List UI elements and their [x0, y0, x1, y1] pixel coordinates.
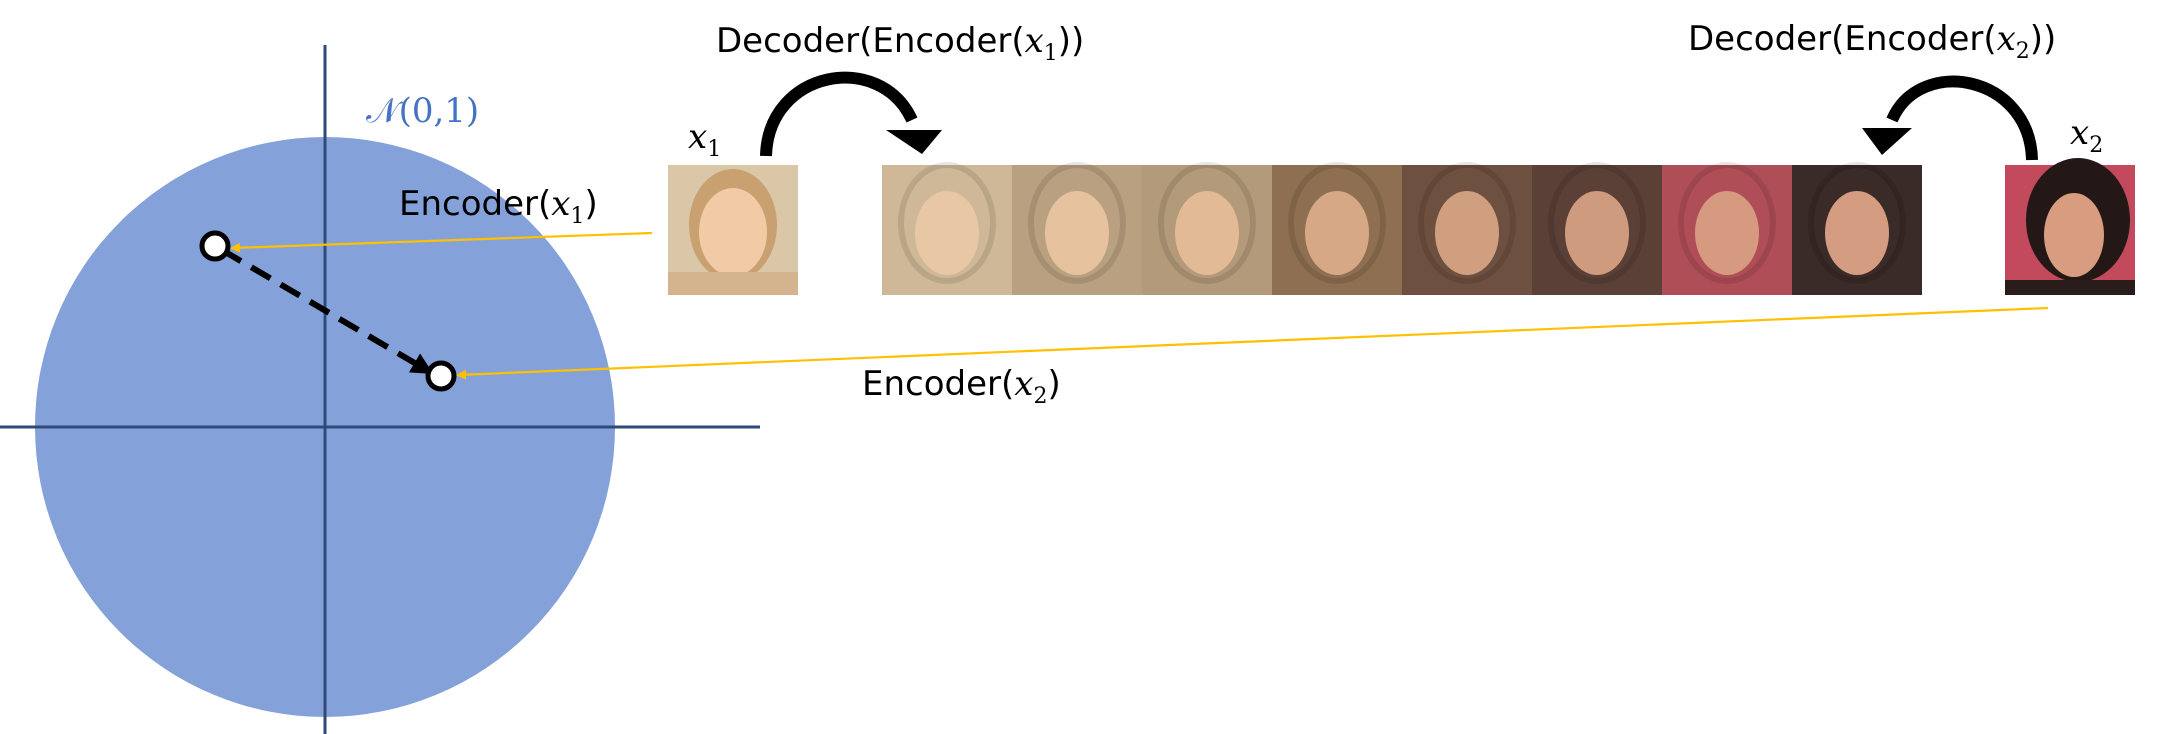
- interpolation-path: [220, 247, 434, 375]
- encoder-x2-label: Encoder(x2): [862, 364, 1061, 409]
- decoder-x2-label: Decoder(Encoder(x2)): [1688, 19, 2056, 64]
- decoder-arrow-x2: [1886, 75, 2038, 161]
- latent-space: 𝒩(0,1): [0, 45, 760, 734]
- decoder-arrow-x1: [760, 71, 918, 157]
- decoder-arrow-x1-head: [886, 130, 942, 154]
- latent-point-x2: [425, 360, 457, 392]
- encoder-x1-label: Encoder(x1): [399, 184, 598, 229]
- input-image-x1: [668, 165, 798, 295]
- x1-label: x1: [688, 117, 721, 162]
- interpolated-face-6: [1532, 162, 1662, 295]
- interpolated-face-8: [1792, 162, 1922, 295]
- interpolated-face-2: [1012, 162, 1142, 295]
- interpolated-face-3: [1142, 162, 1272, 295]
- encoder-arrow-x2: [456, 306, 2049, 380]
- interpolated-face-5: [1402, 162, 1532, 295]
- interpolated-face-4: [1272, 162, 1402, 295]
- interpolation-strip: [882, 162, 1922, 295]
- interpolated-face-7: [1662, 162, 1792, 295]
- interpolated-face-1: [882, 162, 1012, 295]
- latent-point-x1: [199, 230, 231, 262]
- decoder-arrow-x2-head: [1862, 128, 1912, 155]
- decoder-x1-label: Decoder(Encoder(x1)): [716, 21, 1084, 66]
- input-image-x2: [2005, 158, 2135, 295]
- x2-label: x2: [2070, 113, 2103, 158]
- distribution-label: 𝒩(0,1): [366, 91, 479, 131]
- encoder-arrow-x1: [230, 231, 653, 253]
